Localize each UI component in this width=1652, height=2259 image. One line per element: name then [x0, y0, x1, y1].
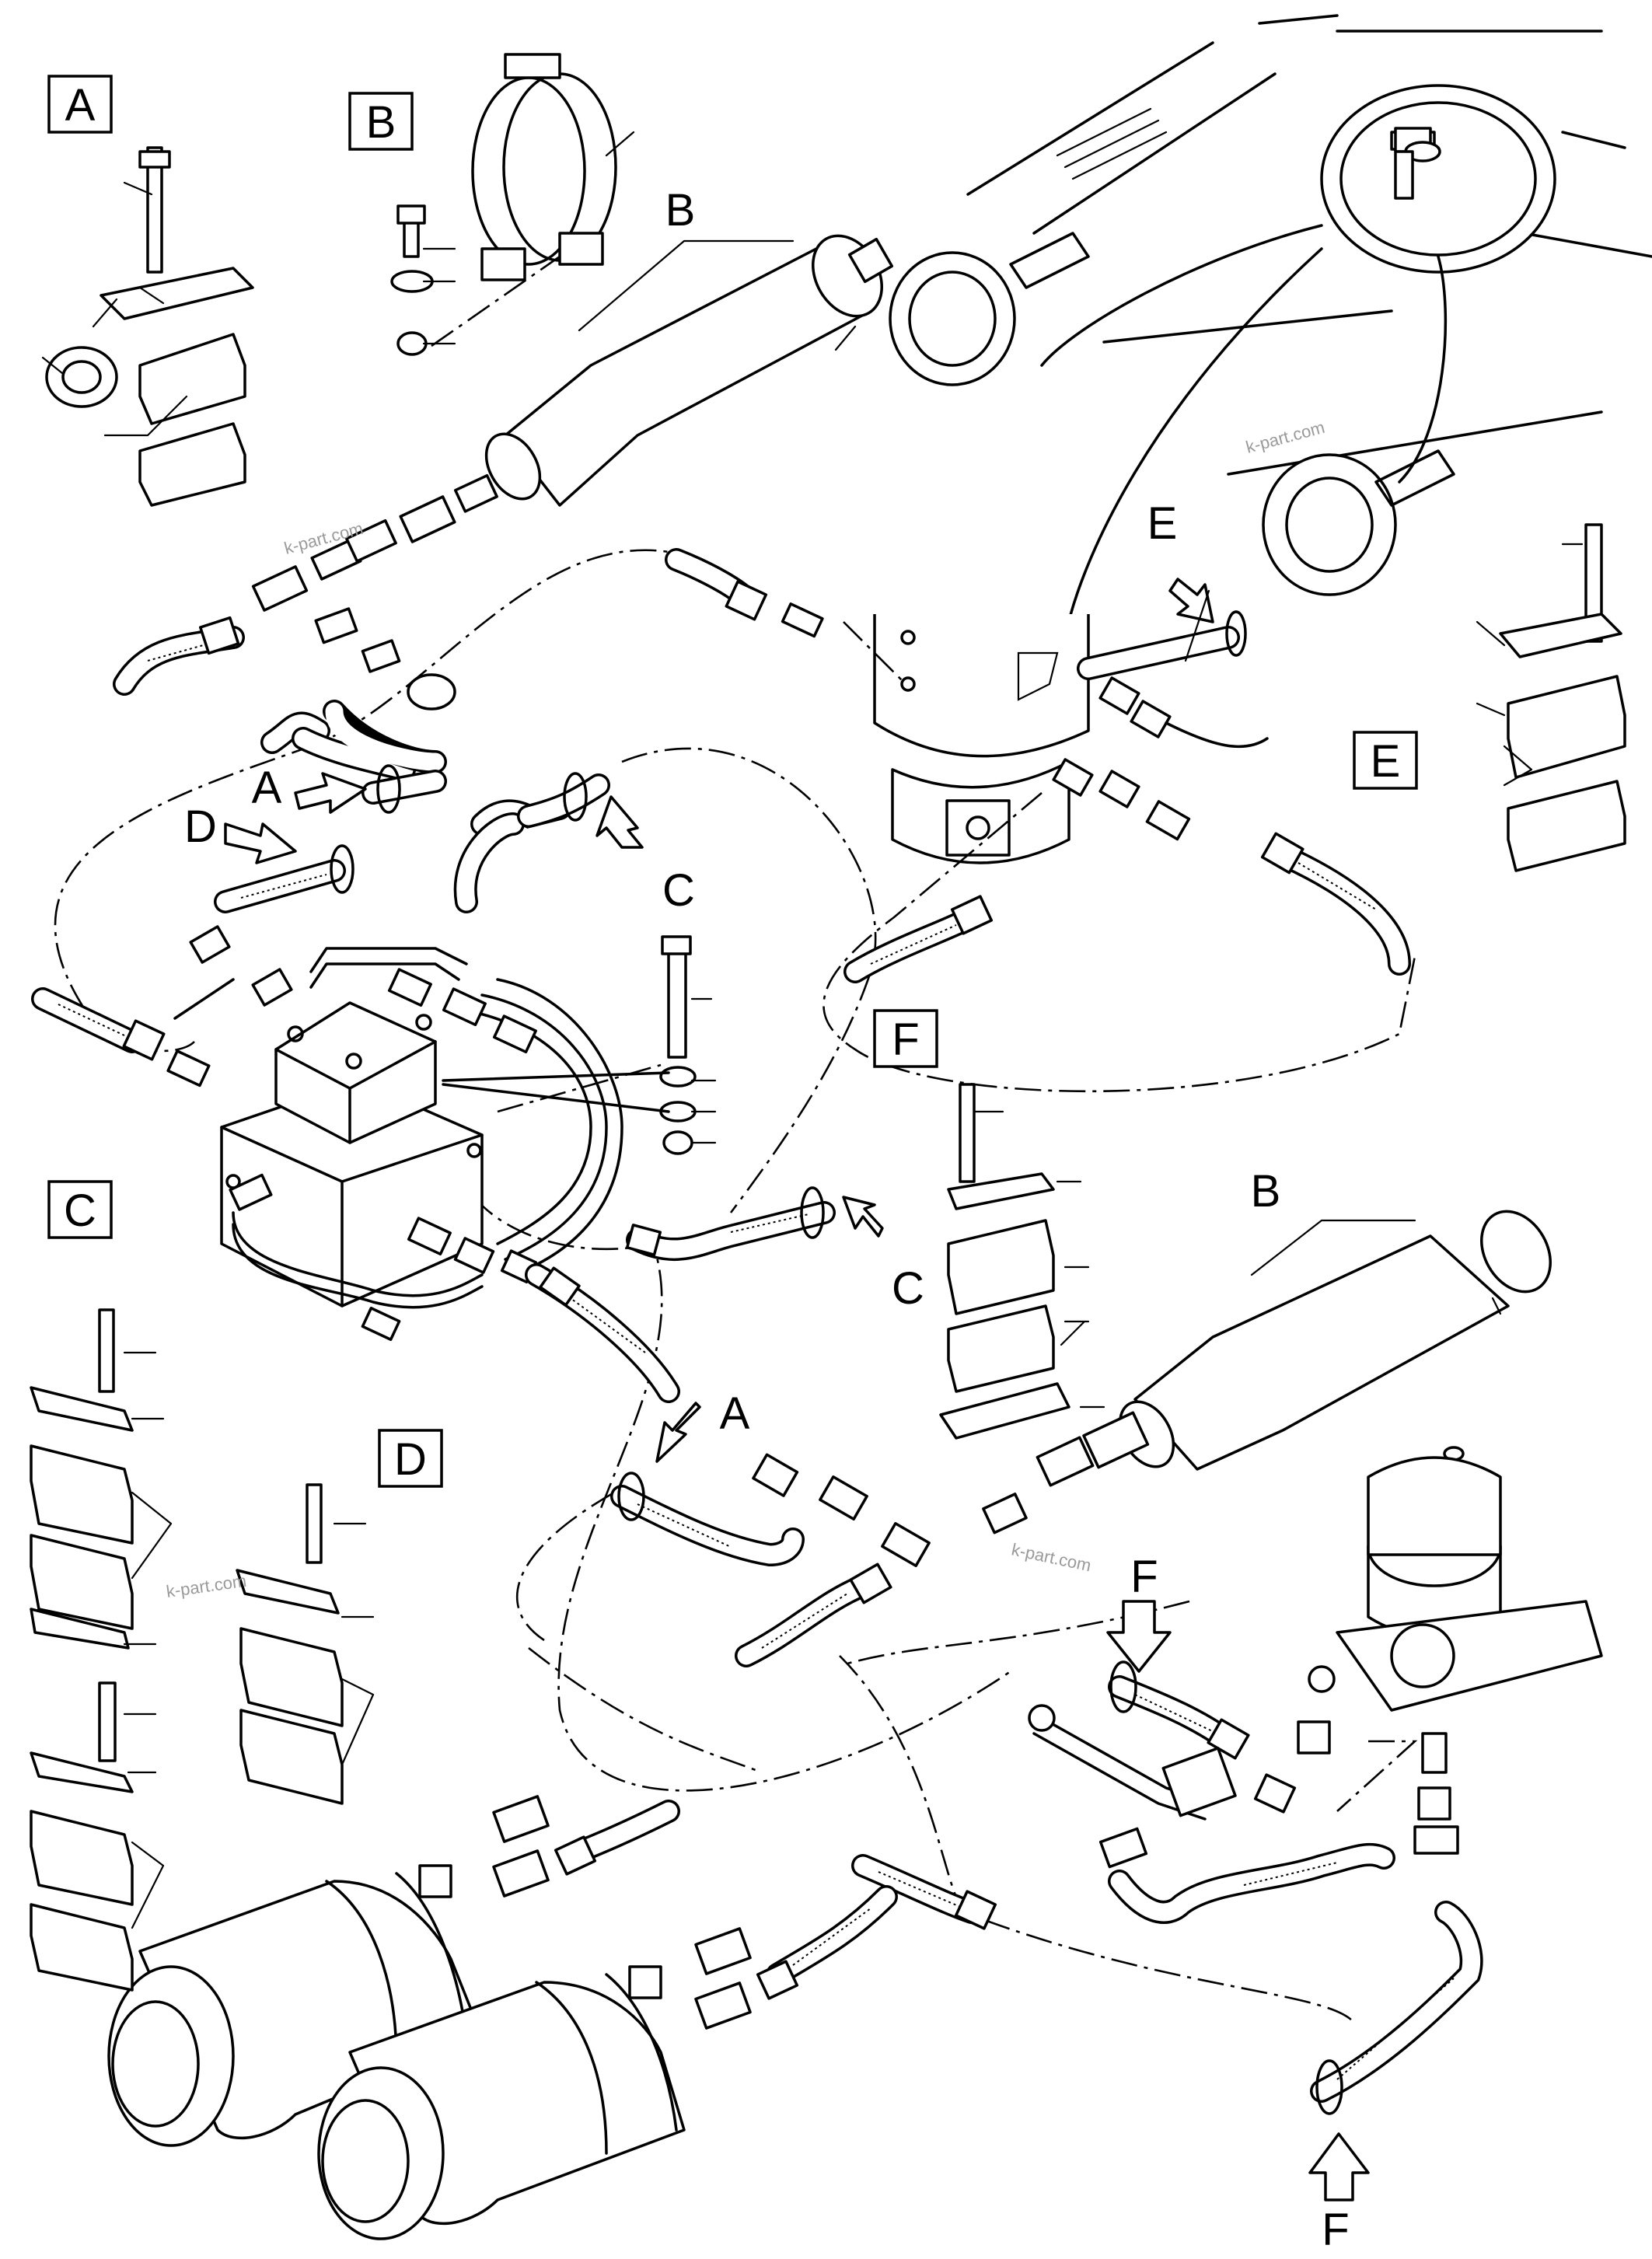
valve-block	[173, 925, 623, 1341]
accumulator-upper	[484, 234, 894, 507]
parts-group-f	[939, 1083, 1070, 1440]
watermark-4: k-part.com	[165, 1571, 247, 1601]
box-label-b: B	[348, 92, 414, 151]
center-bolt-stack	[442, 935, 697, 1155]
center-swivel-joint	[873, 614, 1090, 864]
box-label-f: F	[873, 1009, 938, 1068]
callout-b-mid: B	[1251, 1166, 1281, 1217]
upper-hose-run	[113, 473, 824, 781]
right-lower-hoses	[1028, 1660, 1483, 2115]
machine-frame	[889, 14, 1652, 639]
leader-lines	[41, 131, 1584, 1929]
box-label-b-text: B	[366, 97, 396, 148]
hydraulic-cylinders	[107, 1795, 898, 2240]
callout-a-lower: A	[720, 1388, 750, 1439]
callout-e: E	[1147, 498, 1178, 549]
direction-arrows	[224, 578, 1370, 2201]
callout-d-upper: D	[184, 801, 217, 852]
box-label-c: C	[47, 1180, 113, 1239]
callout-b-top: B	[665, 185, 696, 236]
callout-f-bottom: F	[1322, 2205, 1349, 2255]
clamp-b-upper	[471, 53, 617, 281]
box-label-d: D	[378, 1429, 443, 1488]
box-label-a-text: A	[65, 80, 96, 131]
callout-c-upper: C	[662, 865, 695, 916]
watermark-2: k-part.com	[1244, 417, 1327, 457]
box-label-e: E	[1353, 731, 1418, 790]
box-label-f-text: F	[892, 1014, 919, 1065]
lower-hose-run	[610, 1453, 1028, 1930]
box-label-a: A	[47, 75, 113, 134]
parts-group-d	[236, 1483, 344, 1805]
parts-group-e	[1499, 523, 1626, 872]
box-label-c-text: C	[64, 1185, 96, 1236]
pressure-accumulator-right	[1297, 1446, 1603, 1855]
swivel-fittings	[843, 610, 1411, 983]
watermark-3: k-part.com	[1010, 1539, 1093, 1575]
box-label-d-text: D	[394, 1434, 427, 1485]
callout-c-mid: C	[892, 1263, 924, 1314]
parts-group-a	[45, 146, 254, 507]
parts-group-c	[30, 1308, 134, 1992]
box-label-e-text: E	[1371, 736, 1401, 787]
callout-a-upper: A	[252, 763, 282, 813]
accumulator-middle	[1036, 1210, 1552, 1487]
left-hoses	[31, 764, 836, 1403]
callout-f-mid: F	[1130, 1552, 1158, 1602]
